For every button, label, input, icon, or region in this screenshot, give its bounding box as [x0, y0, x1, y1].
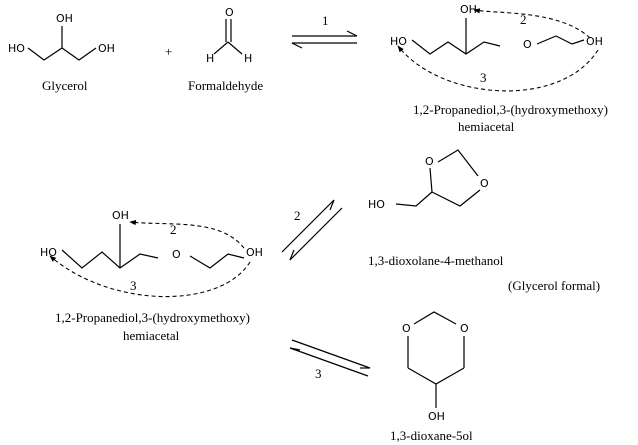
reaction-number-1: 1 [322, 13, 329, 28]
plus-sign: + [165, 44, 172, 59]
equilibrium-arrow-1: 1 [291, 13, 358, 49]
glycerol-oh-top: OH [56, 12, 73, 25]
glycerol-bonds [27, 47, 97, 61]
glycerol-structure: OH HO OH Glycerol [8, 12, 115, 93]
hemiacetal-top-name-line1: 1,2-Propanediol,3-(hydroxymethoxy) [413, 102, 608, 117]
dioxane-ring-o2: O [460, 322, 469, 335]
dioxolane-ring-o2: O [480, 177, 489, 190]
dioxane-ring-o1: O [402, 322, 411, 335]
mechanism-number-3-top: 3 [480, 70, 487, 85]
formaldehyde-h-left: H [206, 52, 214, 65]
equilibrium-arrow-2: 2 [281, 199, 343, 261]
dioxane-oh: OH [428, 410, 445, 423]
hemiacetal-top-ether-o: O [523, 38, 532, 51]
glycerol-ho-left: HO [8, 42, 25, 55]
hemiacetal-bottom-name-line1: 1,2-Propanediol,3-(hydroxymethoxy) [55, 310, 250, 325]
mechanism-arrow-3-top [397, 45, 599, 92]
dioxane-structure: O O OH 1,3-dioxane-5ol [390, 311, 473, 443]
formaldehyde-label: Formaldehyde [188, 78, 263, 93]
glycerol-label: Glycerol [42, 78, 88, 93]
dioxolane-ho: HO [368, 198, 385, 211]
glycerol-oh-right: OH [98, 42, 115, 55]
hemiacetal-top-name-line2: hemiacetal [458, 119, 515, 134]
mechanism-arrow-2-bottom [129, 219, 245, 249]
glycerol-formal-label: (Glycerol formal) [508, 278, 600, 293]
dioxolane-structure: O O HO 1,3-dioxolane-4-methanol (Glycero… [368, 149, 600, 293]
mechanism-number-3-bottom: 3 [130, 278, 137, 293]
hemiacetal-top-structure: OH HO O OH 2 3 1,2-Propanediol,3-(hydrox… [390, 3, 608, 134]
formaldehyde-oxygen: O [225, 6, 234, 19]
dioxolane-ring-o1: O [425, 155, 434, 168]
dioxane-label: 1,3-dioxane-5ol [390, 428, 473, 443]
hemiacetal-bottom-ho: HO [40, 246, 57, 259]
hemiacetal-bottom-structure: OH HO O OH 2 3 1,2-Propanediol,3-(hydrox… [40, 209, 263, 343]
equilibrium-arrow-3: 3 [289, 339, 371, 381]
mechanism-arrow-3-bottom [49, 255, 251, 298]
hemiacetal-bottom-ether-o: O [172, 248, 181, 261]
mechanism-number-2-bottom: 2 [170, 222, 177, 237]
reaction-number-3: 3 [315, 366, 322, 381]
dioxolane-label: 1,3-dioxolane-4-methanol [368, 253, 504, 268]
formaldehyde-structure: O H H Formaldehyde [188, 6, 263, 93]
hemiacetal-bottom-oh: OH [112, 209, 129, 222]
mechanism-arrow-2-top [473, 8, 591, 39]
hemiacetal-bottom-name-line2: hemiacetal [123, 328, 180, 343]
reaction-number-2: 2 [294, 208, 301, 223]
hemiacetal-top-oh: OH [460, 3, 477, 16]
hemiacetal-top-oh-right: OH [586, 35, 603, 48]
mechanism-number-2-top: 2 [520, 12, 527, 27]
hemiacetal-bottom-oh-right: OH [246, 246, 263, 259]
hemiacetal-top-ho: HO [390, 35, 407, 48]
formaldehyde-h-right: H [244, 52, 252, 65]
